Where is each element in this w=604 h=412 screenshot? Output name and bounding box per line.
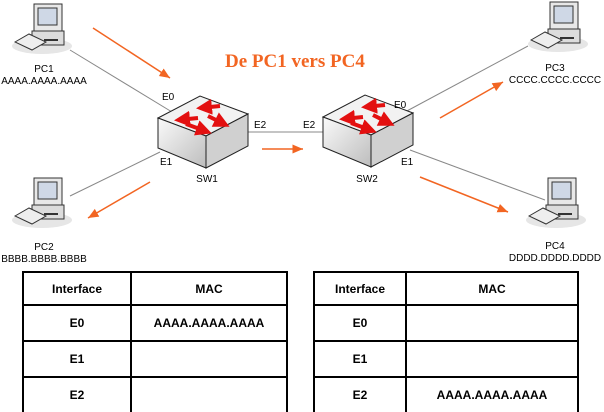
table-row: E1 (313, 340, 579, 378)
sw2-label: SW2 (356, 174, 378, 185)
pc3-computer-icon (527, 1, 589, 53)
sw1-port-e1: E1 (160, 157, 173, 168)
interface-cell: E0 (22, 304, 132, 342)
sw2-port-e2: E2 (303, 120, 316, 131)
header-mac: MAC (405, 271, 579, 306)
mac-cell (405, 340, 579, 378)
diagram-title: De PC1 vers PC4 (225, 51, 365, 72)
pc4-computer-icon (525, 177, 587, 229)
pc1-mac: AAAA.AAAA.AAAA (1, 76, 87, 87)
mac-cell: AAAA.AAAA.AAAA (405, 376, 579, 412)
mac-cell (405, 304, 579, 342)
table-row: E0 (313, 304, 579, 342)
pc1-label: PC1 (34, 64, 54, 75)
pc1-computer-icon (11, 3, 73, 55)
pc4-label: PC4 (545, 241, 565, 252)
interface-cell: E1 (313, 340, 407, 378)
sw2-port-e0: E0 (394, 100, 407, 111)
flow-arrows (87, 27, 509, 219)
flow-arrow (92, 27, 171, 79)
pc3-label: PC3 (545, 63, 565, 74)
flow-arrow (87, 181, 151, 219)
mac-cell (130, 340, 288, 378)
pc3-mac: CCCC.CCCC.CCCC (509, 75, 601, 86)
mac-cell: AAAA.AAAA.AAAA (130, 304, 288, 342)
header-interface: Interface (313, 271, 407, 306)
pc4-mac: DDDD.DDDD.DDDD (509, 253, 601, 264)
pc2-label: PC2 (34, 242, 54, 253)
pc2-computer-icon (11, 177, 73, 229)
header-mac: MAC (130, 271, 288, 306)
sw1-port-e2: E2 (254, 120, 267, 131)
header-interface: Interface (22, 271, 132, 306)
sw2-port-e1: E1 (401, 157, 414, 168)
flow-arrow (439, 81, 504, 119)
interface-cell: E0 (313, 304, 407, 342)
table-row: E1 (22, 340, 288, 378)
links (69, 45, 546, 201)
mac-cell (130, 376, 288, 412)
interface-cell: E2 (22, 376, 132, 412)
interface-cell: E1 (22, 340, 132, 378)
pc2-mac: BBBB.BBBB.BBBB (1, 254, 87, 265)
flow-arrow (419, 176, 509, 213)
sw1-label: SW1 (196, 174, 218, 185)
interface-cell: E2 (313, 376, 407, 412)
table-row: E2 (22, 376, 288, 412)
sw1-port-e0: E0 (162, 92, 175, 103)
topology: De PC1 vers PC4 PC1 AAAA.AAAA.AAAA PC2 B… (1, 1, 601, 265)
